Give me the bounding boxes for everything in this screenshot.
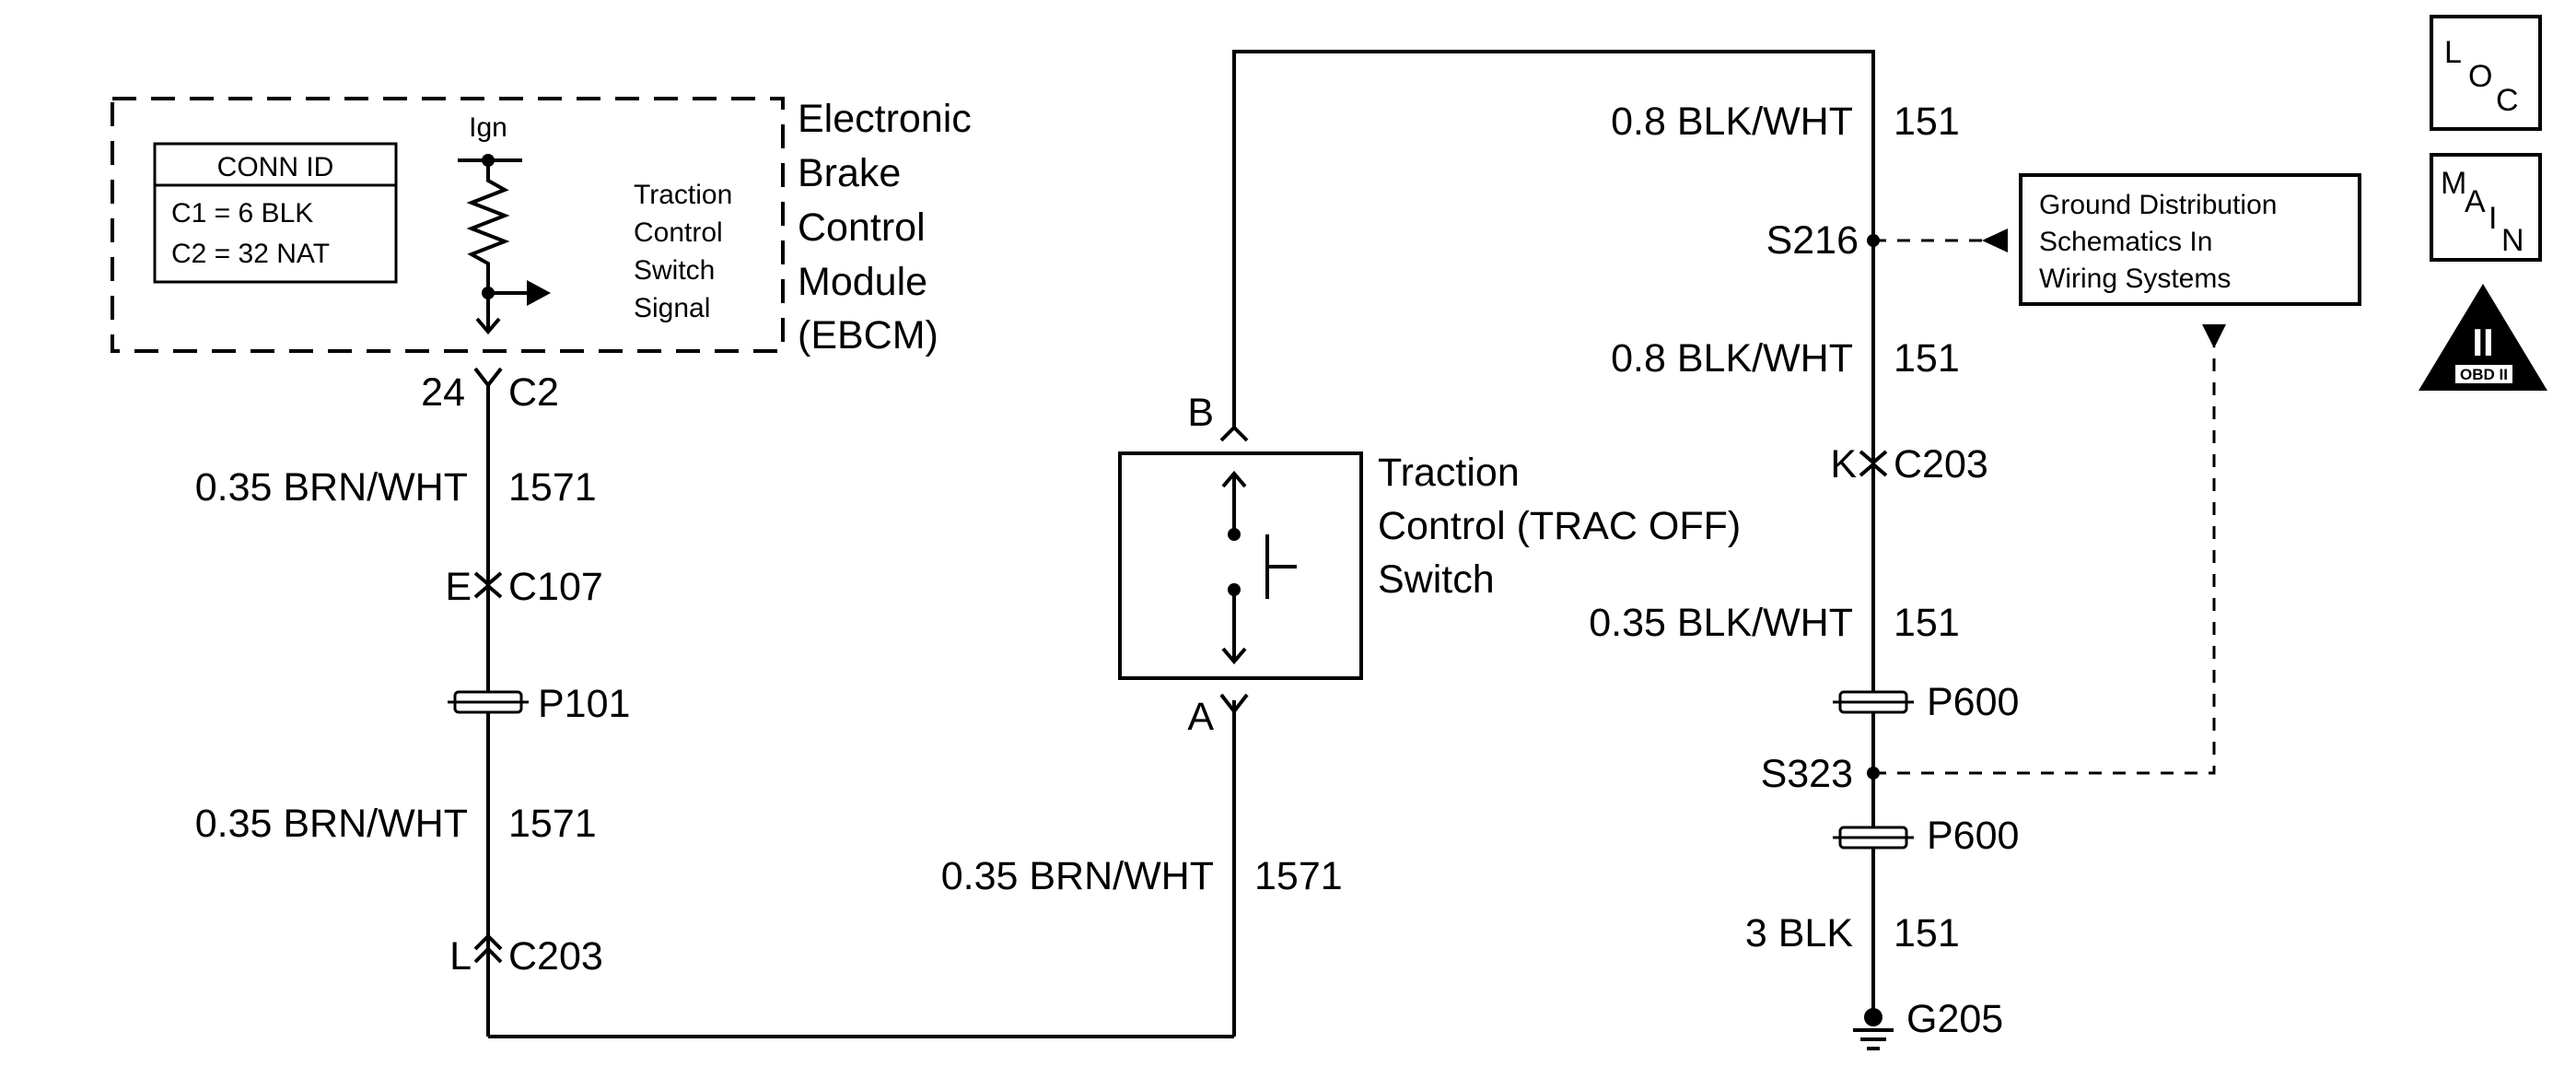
ebcm-dashed-outline [111,97,785,353]
terminal-a-connector-symbol [1219,693,1249,715]
c203-l-pin: L [449,934,472,979]
signal-label-line-4: Signal [634,293,710,323]
right-wire-2-circuit: 151 [1894,336,1960,381]
right-wire-2-label: 0.8 BLK/WHT [1611,336,1853,381]
c107-pin: E [445,565,472,609]
s323-dashed-link [1873,346,2216,775]
ground-distribution-line-1: Ground Distribution [2039,190,2277,220]
s216-link-arrow-icon [1982,229,2008,252]
top-loop-wire [1232,50,1875,1014]
left-wire-1-label: 0.35 BRN/WHT [195,465,468,510]
switch-wire-label: 0.35 BRN/WHT [941,854,1214,898]
c203-k-connector-symbol-bottom [1859,462,1888,477]
traction-control-switch: A 0.35 BRN/WHT 1571 B Traction Control (… [941,50,1875,1037]
c203-l-name: C203 [508,934,603,979]
c107-name: C107 [508,565,603,609]
main-icon-i: I [2489,201,2497,236]
right-wire-1-label: 0.8 BLK/WHT [1611,100,1853,144]
p101-passthrough-icon [448,690,529,714]
right-wire-4-label: 3 BLK [1745,911,1853,955]
left-wire-2-circuit: 1571 [508,802,597,846]
right-wire-4-circuit: 151 [1894,911,1960,955]
ebcm-name-line-3: Control [798,205,926,250]
switch-name-line-1: Traction [1378,451,1520,495]
obd-ii-icon[interactable]: II OBD II [2419,284,2547,391]
loc-icon-o: O [2468,59,2492,94]
ebcm-name-line-4: Module [798,260,927,304]
signal-output-arrow-icon [527,280,551,306]
c2-connector-symbol [473,367,503,389]
switch-name-line-2: Control (TRAC OFF) [1378,504,1741,548]
ground-name: G205 [1906,997,2003,1041]
main-icon-a: A [2465,184,2486,219]
signal-down-arrowhead [475,317,501,335]
switch-name-line-3: Switch [1378,557,1495,602]
ground-icon [1853,1008,1894,1050]
ground-distribution-line-2: Schematics In [2039,227,2212,257]
c203-k-name: C203 [1894,442,1988,486]
right-wire-3-label: 0.35 BLK/WHT [1589,601,1853,645]
left-circuit: 24 C2 0.35 BRN/WHT 1571 E C107 P101 0.35… [195,367,1234,1038]
signal-label-line-3: Switch [634,255,715,286]
pullup-resistor-symbol [466,160,510,293]
c107-connector-symbol-bottom [473,583,503,599]
switch-upper-arrow-icon [1221,470,1247,488]
terminal-a-label: A [1187,695,1214,739]
s216-name: S216 [1766,218,1859,263]
conn-id-c1: C1 = 6 BLK [171,198,313,229]
left-wire-2-label: 0.35 BRN/WHT [195,802,468,846]
switch-lower-arrow-icon [1221,647,1247,665]
p600-top-passthrough-icon [1833,690,1914,714]
p600-top-name: P600 [1927,680,2019,724]
main-icon-n: N [2501,223,2524,258]
ebcm-name-line-1: Electronic [798,97,972,141]
p600-bottom-passthrough-icon [1833,826,1914,850]
right-circuit: 0.8 BLK/WHT 151 S216 0.8 BLK/WHT 151 K C… [1589,100,2226,1050]
left-wire-1-circuit: 1571 [508,465,597,510]
signal-label-line-2: Control [634,217,723,248]
c203-k-pin: K [1830,442,1857,486]
conn-id-box: CONN ID C1 = 6 BLK C2 = 32 NAT [153,142,398,284]
main-icon-m: M [2441,166,2466,201]
obd-ii-numeral: II [2472,321,2493,364]
terminal-b-label: B [1187,391,1214,435]
ground-distribution-reference[interactable]: Ground Distribution Schematics In Wiring… [2019,173,2361,306]
ebcm-module: Electronic Brake Control Module (EBCM) C… [111,97,972,357]
p101-name: P101 [538,682,630,726]
c2-connector-name: C2 [508,370,559,415]
conn-id-c2: C2 = 32 NAT [171,239,330,269]
s323-link-arrow-icon [2202,324,2226,348]
ebcm-name-line-2: Brake [798,151,901,195]
obd-ii-label: OBD II [2460,366,2508,383]
ebcm-name-line-5: (EBCM) [798,313,938,357]
switch-body [1118,451,1363,680]
loc-icon-c: C [2496,83,2519,118]
conn-id-title: CONN ID [217,152,334,182]
c2-pin-number: 24 [421,370,465,415]
switch-upper-contact [1228,528,1241,541]
main-icon[interactable]: M A I N [2430,153,2542,262]
right-wire-1-circuit: 151 [1894,100,1960,144]
signal-label-line-1: Traction [634,180,732,210]
loc-icon[interactable]: L O C [2430,15,2542,131]
terminal-b-connector-symbol [1219,425,1249,442]
ign-label: Ign [469,112,507,143]
switch-wire-circuit: 1571 [1254,854,1343,898]
c203-l-connector-symbol-b [473,946,503,964]
s323-name: S323 [1761,752,1853,796]
loc-icon-l: L [2444,35,2462,70]
p600-bottom-name: P600 [1927,814,2019,858]
ground-distribution-line-3: Wiring Systems [2039,264,2231,294]
c203-l-connector-symbol-a [473,933,503,951]
right-wire-3-circuit: 151 [1894,601,1960,645]
